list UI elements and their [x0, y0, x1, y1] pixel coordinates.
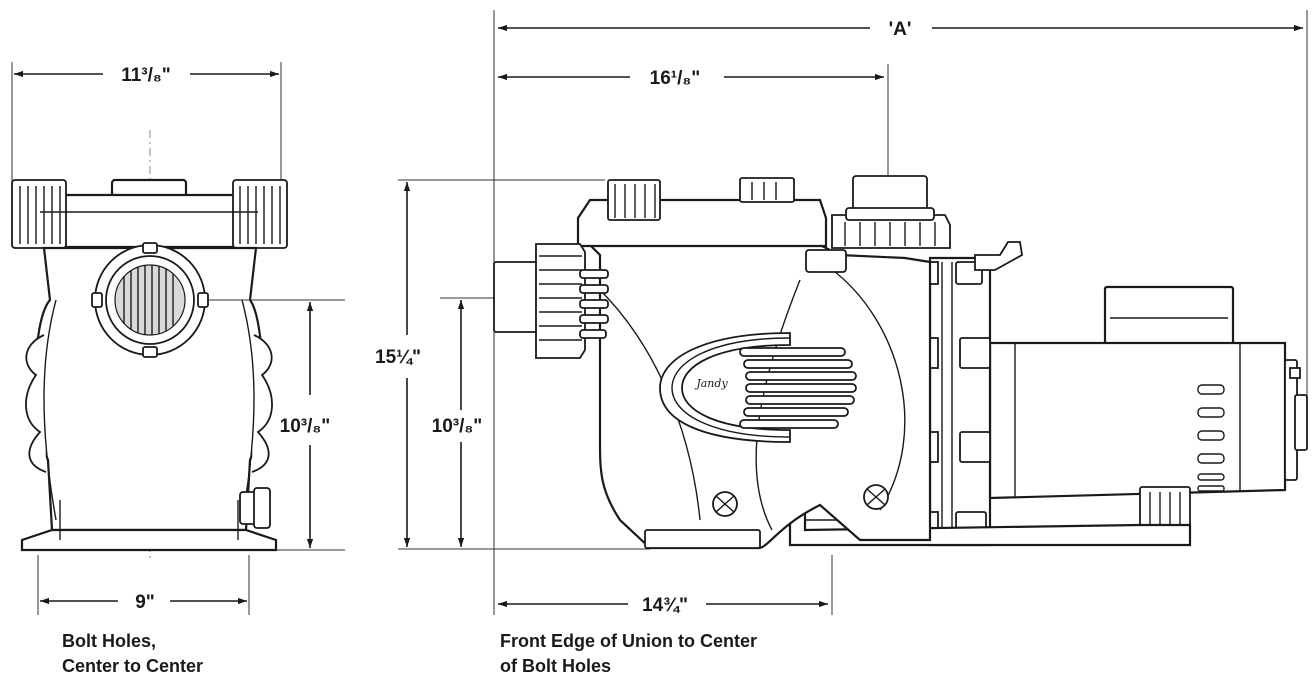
union-to-port-label: 16¹/₈" — [650, 68, 701, 89]
jandy-logo: Jandy — [694, 377, 728, 390]
side-caption-line1: Front Edge of Union to Center — [500, 631, 757, 651]
front-caption-line1: Bolt Holes, — [62, 631, 156, 651]
drain-plug-left — [712, 491, 738, 517]
drain-plug-right — [863, 484, 889, 510]
side-caption-line2: of Bolt Holes — [500, 656, 611, 676]
front-bolt-label: 9" — [135, 592, 155, 613]
side-height-label: 15¼" — [375, 347, 421, 368]
overall-length-label: 'A' — [889, 19, 912, 40]
front-view-pump — [11, 62, 345, 615]
side-view-pump: Jandy — [493, 175, 1308, 550]
union-to-bolt-label: 14¾" — [642, 595, 688, 616]
front-height-label: 10³/₈" — [280, 416, 331, 437]
front-caption-line2: Center to Center — [62, 656, 203, 676]
inlet-height-label: 10³/₈" — [432, 416, 483, 437]
front-width-label: 11³/₈" — [121, 65, 171, 86]
